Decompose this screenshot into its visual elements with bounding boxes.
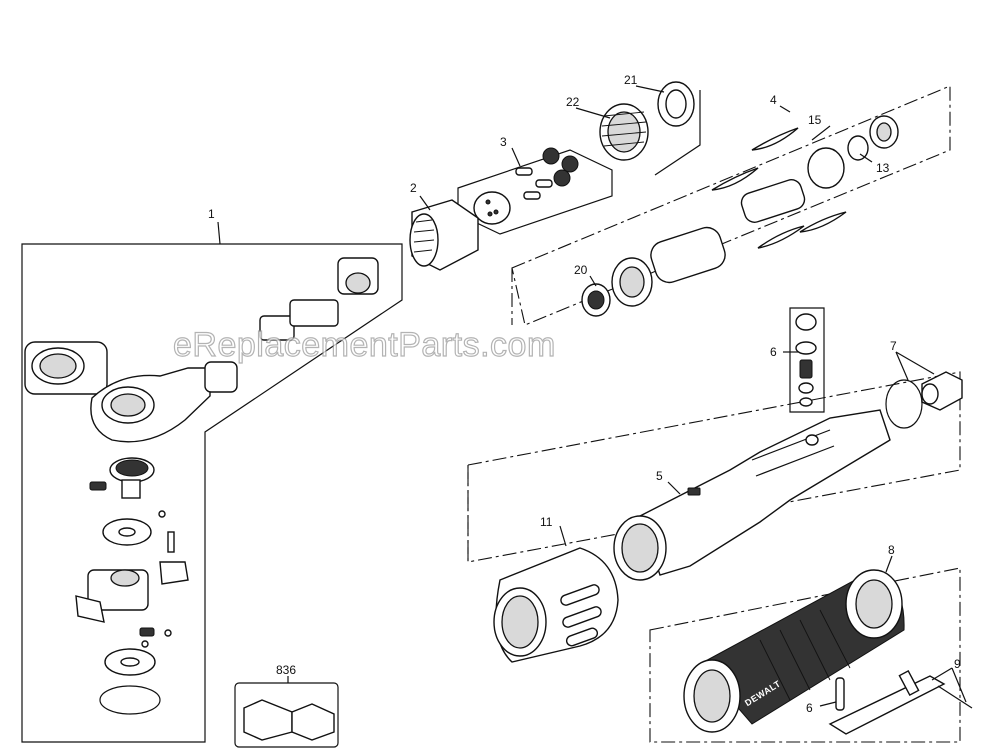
callout-836: 836 bbox=[276, 663, 296, 677]
group-836-boundary bbox=[234, 682, 339, 748]
callout-11: 11 bbox=[540, 515, 553, 529]
seal-kit bbox=[243, 699, 335, 741]
group-1-boundary bbox=[21, 243, 403, 743]
callout-7: 7 bbox=[890, 339, 897, 353]
callout-3: 3 bbox=[500, 135, 507, 149]
ratchet-head-assembly bbox=[24, 257, 379, 715]
pivot-pin bbox=[835, 677, 845, 711]
thrust-washer bbox=[657, 81, 695, 127]
nose-sleeve bbox=[493, 547, 619, 663]
callout-5: 5 bbox=[656, 469, 663, 483]
group-21-22-boundary bbox=[654, 90, 701, 176]
handle-grip: DEWALT bbox=[683, 569, 905, 733]
callout-labels: 1 2 3 4 5 6 6 7 8 9 11 13 15 20 21 22 83… bbox=[208, 73, 961, 715]
group-4-boundary bbox=[511, 85, 951, 326]
callout-21: 21 bbox=[624, 73, 638, 87]
coupling-nut bbox=[409, 199, 479, 271]
callout-15: 15 bbox=[808, 113, 822, 127]
callout-6-valve: 6 bbox=[770, 345, 777, 359]
callout-1: 1 bbox=[208, 207, 215, 221]
callout-6-pin: 6 bbox=[806, 701, 813, 715]
callout-4: 4 bbox=[770, 93, 777, 107]
leader-lines bbox=[217, 85, 967, 707]
callout-9: 9 bbox=[954, 657, 961, 671]
callout-20: 20 bbox=[574, 263, 588, 277]
watermark-text: eReplacementParts.com bbox=[173, 326, 556, 364]
group-5-boundary bbox=[467, 371, 961, 563]
callout-8: 8 bbox=[888, 543, 895, 557]
inlet-fitting bbox=[885, 371, 963, 429]
callout-13: 13 bbox=[876, 161, 890, 175]
callout-2: 2 bbox=[410, 181, 417, 195]
group-6-boundary bbox=[789, 307, 825, 413]
callout-22: 22 bbox=[566, 95, 580, 109]
valve-assembly bbox=[795, 313, 817, 407]
motor-assembly bbox=[581, 115, 899, 317]
tool-housing bbox=[613, 409, 891, 581]
trigger-lever bbox=[828, 669, 973, 735]
gear-set bbox=[473, 147, 579, 225]
ring-gear bbox=[599, 103, 649, 161]
